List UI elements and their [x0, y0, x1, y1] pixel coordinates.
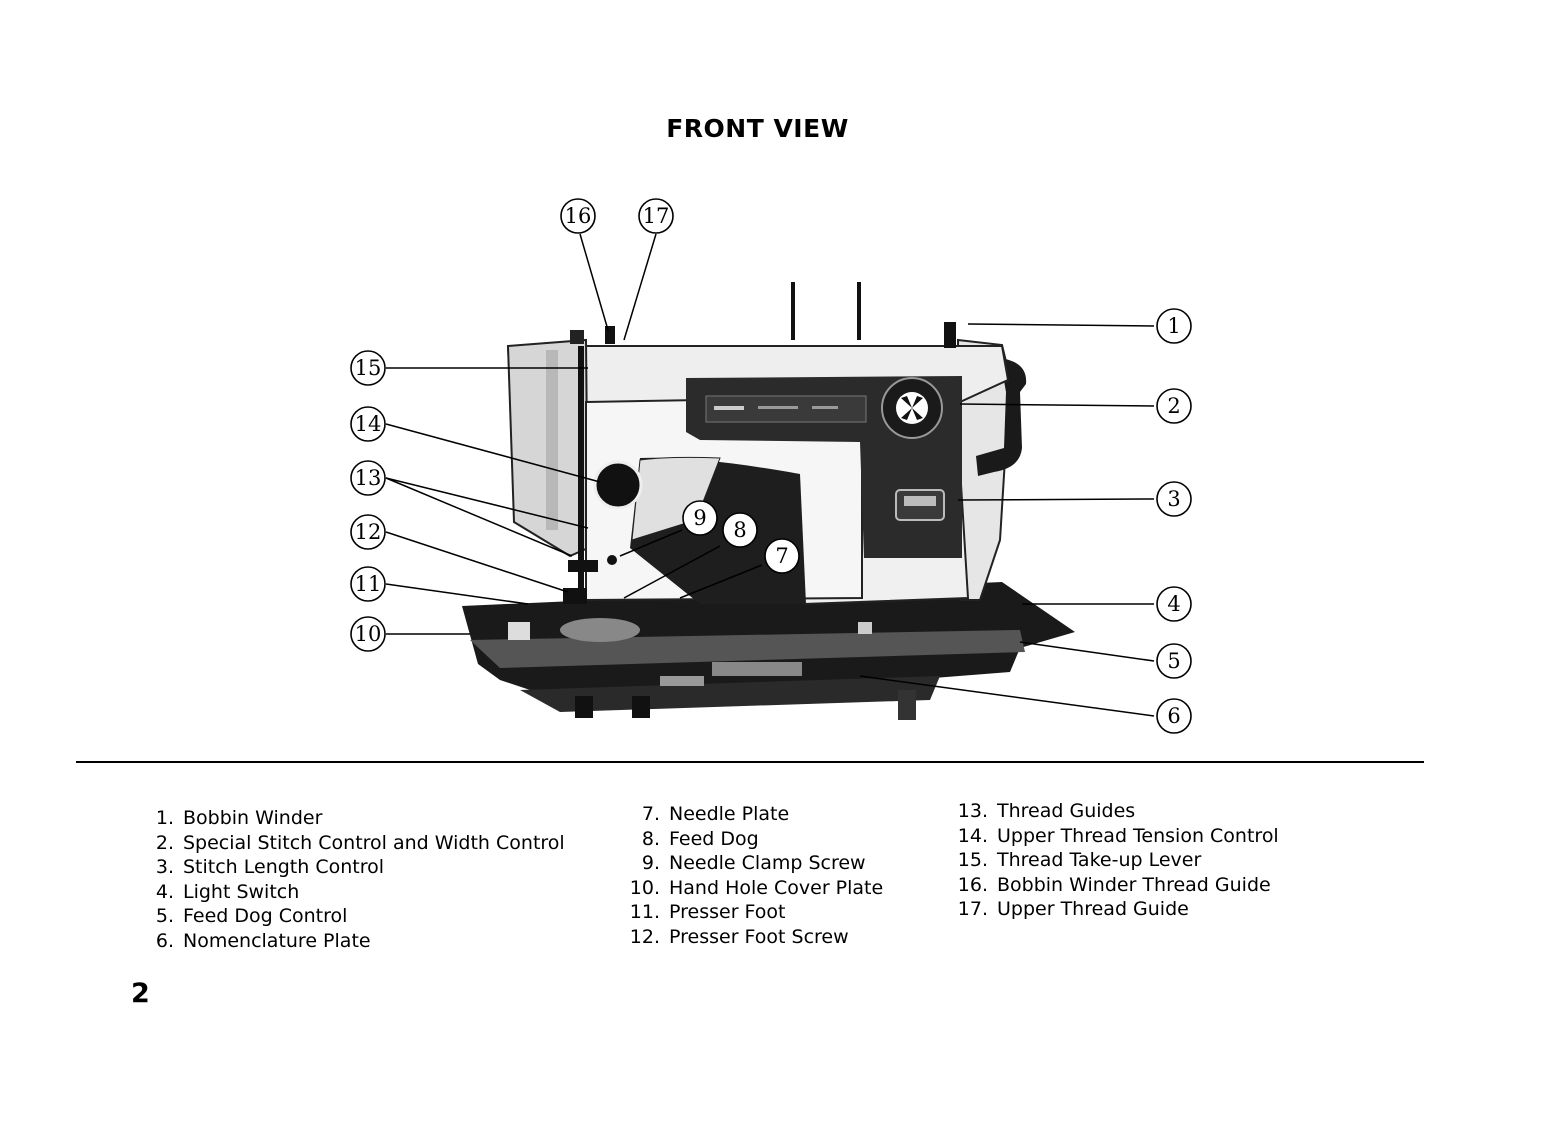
svg-text:16: 16: [565, 204, 592, 228]
callout-1: 1: [1156, 308, 1192, 344]
list-item: 3.Stitch Length Control: [155, 856, 385, 878]
svg-text:3: 3: [1167, 487, 1180, 511]
sewing-machine-illustration: [462, 282, 1075, 720]
svg-text:9: 9: [693, 506, 706, 530]
callout-3: 3: [1156, 481, 1192, 517]
list-item: 13.Thread Guides: [957, 800, 1136, 822]
list-item: 14.Upper Thread Tension Control: [957, 824, 1279, 847]
horizontal-rule: [76, 761, 1424, 763]
callout-14: 14: [350, 406, 386, 442]
callout-13: 13: [350, 460, 386, 496]
callout-12: 12: [350, 514, 386, 550]
svg-text:5: 5: [1167, 649, 1180, 673]
callout-17: 17: [638, 198, 674, 234]
list-item: 2.Special Stitch Control and Width Contr…: [155, 831, 565, 854]
callout-11: 11: [350, 566, 386, 602]
callout-markers: 1 2 3 4 5 6 7 8: [350, 198, 1192, 734]
list-item: 1.Bobbin Winder: [155, 807, 323, 829]
list-item: 5.Feed Dog Control: [155, 905, 348, 927]
svg-text:12: 12: [355, 520, 382, 544]
list-item: 15.Thread Take-up Lever: [957, 849, 1202, 871]
page-title: FRONT VIEW: [666, 114, 849, 143]
svg-text:1: 1: [1167, 314, 1180, 338]
list-item: 17.Upper Thread Guide: [957, 898, 1189, 920]
svg-text:6: 6: [1167, 704, 1180, 728]
callout-8: 8: [722, 512, 758, 548]
page-number: 2: [131, 978, 150, 1009]
list-item: 16.Bobbin Winder Thread Guide: [957, 873, 1271, 896]
list-item: 4.Light Switch: [155, 880, 300, 903]
callout-9: 9: [682, 500, 718, 536]
callout-4: 4: [1156, 586, 1192, 622]
list-item: 11.Presser Foot: [629, 901, 786, 923]
leader-lines: [385, 233, 1155, 717]
svg-text:11: 11: [355, 572, 382, 596]
list-item: 12.Presser Foot Screw: [629, 925, 849, 948]
svg-text:13: 13: [355, 466, 382, 490]
list-item: 9.Needle Clamp Screw: [641, 852, 866, 874]
callout-7: 7: [764, 538, 800, 574]
callout-16: 16: [560, 198, 596, 234]
svg-text:10: 10: [355, 622, 382, 646]
list-item: 7.Needle Plate: [641, 803, 790, 825]
svg-text:7: 7: [775, 544, 788, 568]
list-item: 8.Feed Dog: [641, 827, 759, 850]
sewing-machine-front-view-diagram: 1 2 3 4 5 6 7 8: [350, 198, 1192, 734]
list-item: 6.Nomenclature Plate: [155, 929, 371, 952]
callout-15: 15: [350, 350, 386, 386]
callout-6: 6: [1156, 698, 1192, 734]
parts-list-column-2: 7.Needle Plate 8.Feed Dog 9.Needle Clamp…: [626, 802, 883, 949]
svg-text:4: 4: [1167, 592, 1180, 616]
svg-text:14: 14: [355, 412, 382, 436]
parts-list-column-1: 1.Bobbin Winder 2.Special Stitch Control…: [140, 806, 565, 953]
svg-text:2: 2: [1167, 394, 1180, 418]
svg-text:15: 15: [355, 356, 382, 380]
svg-text:8: 8: [733, 518, 746, 542]
svg-text:17: 17: [643, 204, 670, 228]
list-item: 10.Hand Hole Cover Plate: [629, 876, 884, 899]
callout-10: 10: [350, 616, 386, 652]
callout-2: 2: [1156, 388, 1192, 424]
callout-5: 5: [1156, 643, 1192, 679]
parts-list-column-3: 13.Thread Guides 14.Upper Thread Tension…: [954, 799, 1279, 922]
